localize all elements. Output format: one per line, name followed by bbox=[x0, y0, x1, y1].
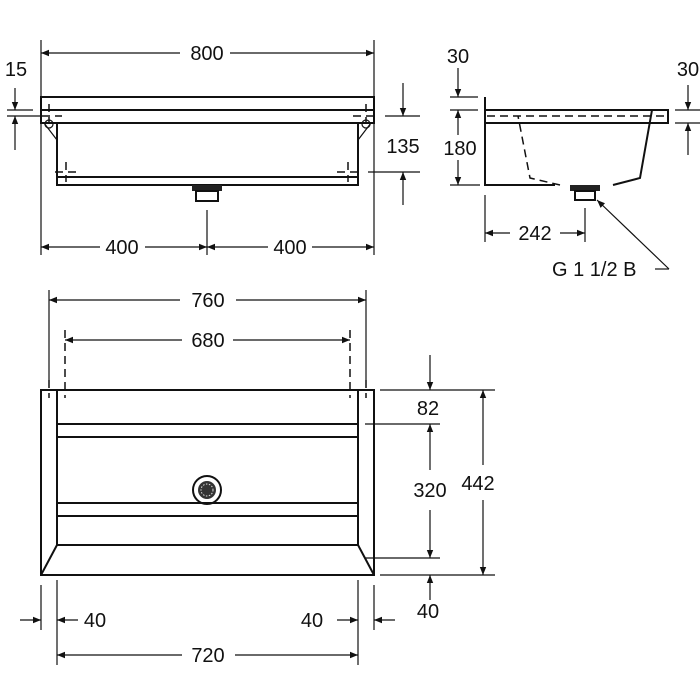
dim-15: 15 bbox=[5, 59, 27, 81]
dim-800: 800 bbox=[190, 43, 223, 65]
dim-400-left: 400 bbox=[105, 237, 138, 259]
dim-242: 242 bbox=[518, 223, 551, 245]
dim-30-left: 30 bbox=[447, 46, 469, 68]
dim-82: 82 bbox=[417, 398, 439, 420]
plan-view: 760 680 82 320 442 40 40 40 720 bbox=[20, 290, 495, 667]
dim-680: 680 bbox=[191, 330, 224, 352]
dim-442: 442 bbox=[461, 473, 494, 495]
dim-40-left: 40 bbox=[84, 610, 106, 632]
drain-outlet bbox=[192, 185, 222, 191]
drain-thread-label: G 1 1/2 B bbox=[552, 259, 637, 281]
side-view: 30 180 30 242 G 1 1/2 B bbox=[443, 46, 700, 281]
dim-760: 760 bbox=[191, 290, 224, 312]
dim-720: 720 bbox=[191, 645, 224, 667]
dim-40-right: 40 bbox=[301, 610, 323, 632]
dim-320: 320 bbox=[413, 480, 446, 502]
dim-30-right: 30 bbox=[677, 59, 699, 81]
dim-40-front: 40 bbox=[417, 601, 439, 623]
drain-circle bbox=[192, 475, 222, 505]
dim-135: 135 bbox=[386, 136, 419, 158]
drain-outlet-side bbox=[570, 185, 600, 191]
front-view: 800 400 400 15 135 bbox=[5, 40, 420, 259]
dim-180: 180 bbox=[443, 138, 476, 160]
dim-400-right: 400 bbox=[273, 237, 306, 259]
